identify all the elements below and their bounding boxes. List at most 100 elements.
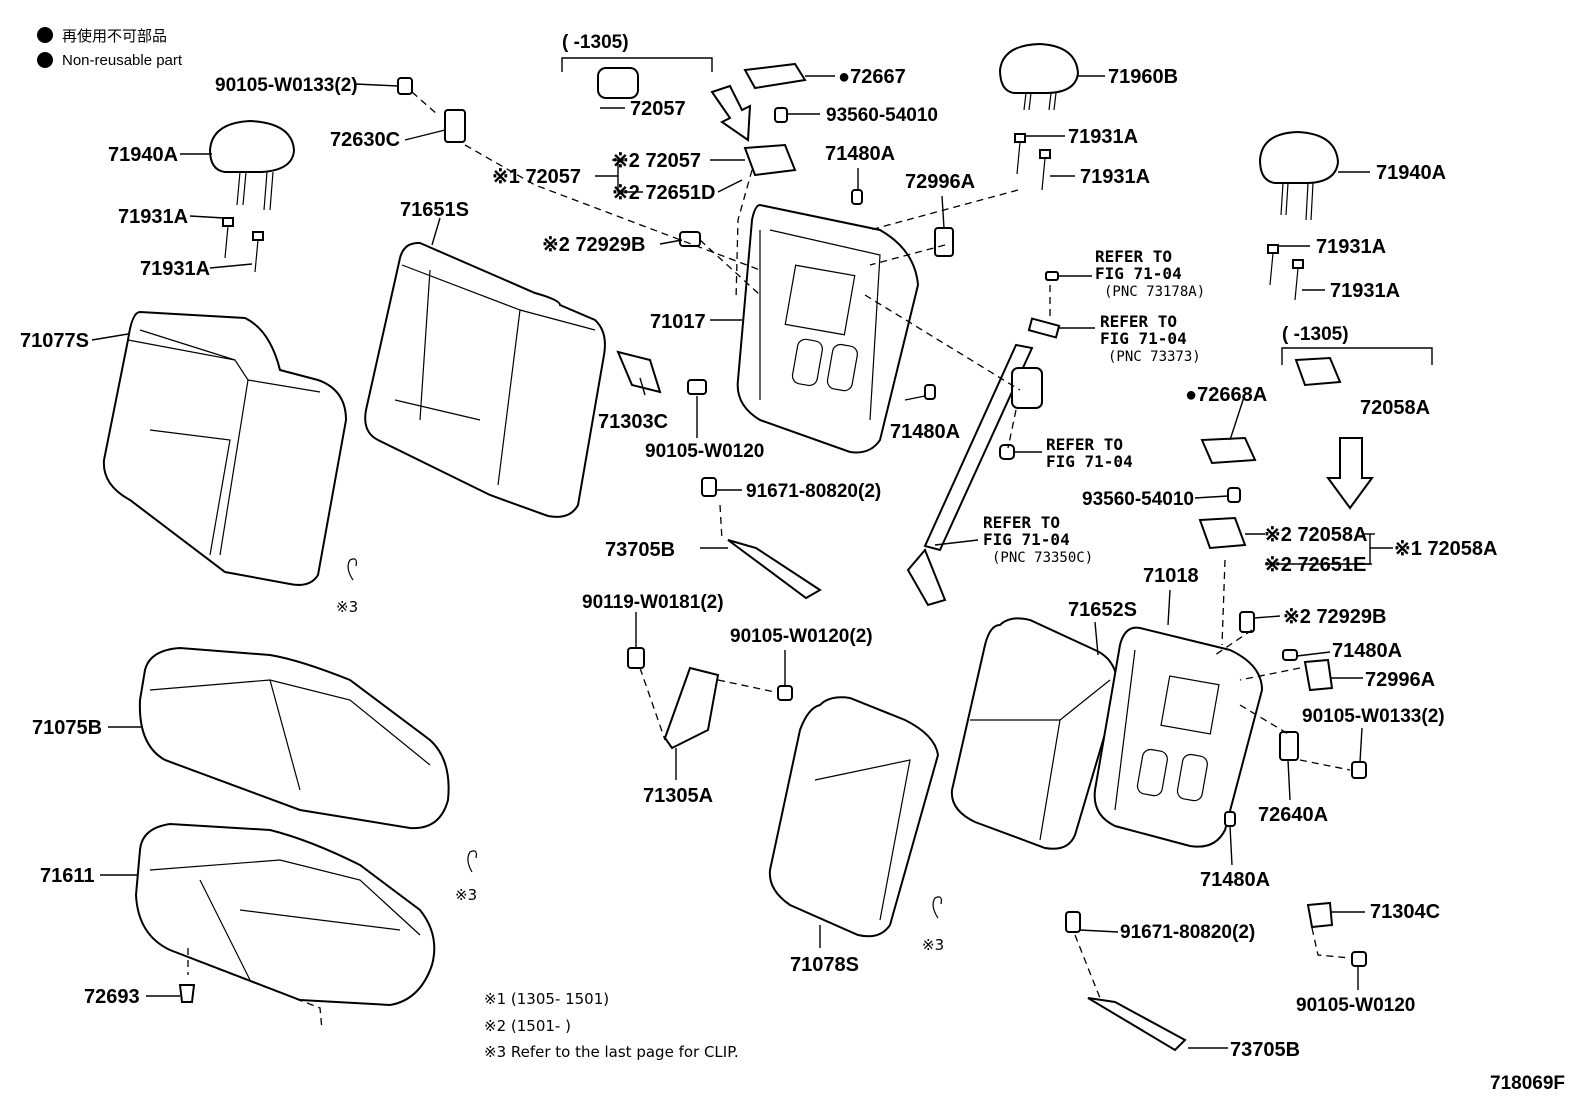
part-label: 71931A — [118, 206, 188, 228]
seatback-cover-71652S-drawing — [950, 617, 1120, 850]
refer-line-3: (PNC 73178A) — [1104, 284, 1205, 300]
headrest-left-drawing — [208, 119, 296, 211]
part-label: 72693 — [84, 986, 140, 1008]
part-label: 90105-W0133(2) — [215, 75, 358, 96]
refer-line-1: REFER TO — [1100, 312, 1177, 331]
part-label: 71931A — [1080, 166, 1150, 188]
refer-line-2: FIG 71-04 — [1046, 452, 1133, 471]
part-label: 93560-54010 — [826, 105, 938, 126]
part-label: 72057 — [630, 98, 686, 120]
install-arrow-drawings — [710, 84, 1374, 510]
seatback-cover-71078S-drawing — [768, 696, 940, 938]
part-label: 93560-54010 — [1082, 489, 1194, 510]
range-label-left: ( -1305) — [562, 32, 629, 53]
refer-line-1: REFER TO — [1046, 435, 1123, 454]
part-label: 71078S — [790, 954, 859, 976]
refer-line-3: (PNC 73350C) — [992, 550, 1093, 566]
leader-lines — [91, 57, 1433, 1049]
part-label: 71304C — [1370, 901, 1440, 923]
seatback-frame-71017-drawing — [736, 203, 920, 454]
part-label: 72640A — [1258, 804, 1328, 826]
part-label: 71480A — [1332, 640, 1402, 662]
part-label: 91671-80820(2) — [1120, 922, 1255, 943]
part-label: 73705B — [605, 539, 675, 561]
legend-jp: 再使用不可部品 — [62, 28, 167, 45]
refer-line-3: (PNC 73373) — [1108, 349, 1201, 365]
seatback-cover-71651S-drawing — [364, 241, 606, 518]
refer-line-2: FIG 71-04 — [983, 530, 1070, 549]
part-label: 71940A — [108, 144, 178, 166]
part-label: 71480A — [1200, 869, 1270, 891]
part-label: 71480A — [825, 143, 895, 165]
legend: 再使用不可部品 Non-reusable part — [37, 27, 183, 69]
footnote-2: ※2 (1501- ) — [484, 1017, 571, 1035]
footnote-3: ※3 Refer to the last page for CLIP. — [484, 1043, 739, 1061]
part-label: ●72668A — [1185, 384, 1267, 406]
part-label: 73705B — [1230, 1039, 1300, 1061]
part-label: 71651S — [400, 199, 469, 221]
headrest-support-drawings — [222, 133, 1304, 301]
part-label: 71077S — [20, 330, 89, 352]
range-label-right: ( -1305) — [1282, 324, 1349, 345]
part-label: 90105-W0120 — [1296, 995, 1415, 1016]
part-label: 71931A — [1068, 126, 1138, 148]
part-label: 91671-80820(2) — [746, 481, 881, 502]
hardware-drawings — [397, 62, 1367, 1052]
non-reusable-dot-icon — [37, 52, 53, 68]
part-label: 71303C — [598, 411, 668, 433]
seat-cushion-pad-71611-drawing — [134, 822, 436, 1007]
part-label: 72058A — [1360, 397, 1430, 419]
part-label: 71652S — [1068, 599, 1137, 621]
part-label: 71075B — [32, 717, 102, 739]
refer-to-labels: REFER TO FIG 71-04 (PNC 73178A) REFER TO… — [983, 247, 1205, 566]
part-label: 71931A — [1316, 236, 1386, 258]
part-label: ※1 72058A — [1394, 538, 1498, 560]
part-label: 72996A — [905, 171, 975, 193]
figure-code: 718069F — [1490, 1073, 1565, 1094]
part-label: 72630C — [330, 129, 400, 151]
part-label: ※2 72929B — [1283, 606, 1387, 628]
part-label: ※2 72651E — [1264, 554, 1366, 576]
part-label: 90105-W0133(2) — [1302, 706, 1445, 727]
headrest-right-drawing — [1258, 130, 1340, 221]
part-label: ※2 72929B — [542, 234, 646, 256]
footnotes: ※1 (1305- 1501) ※2 (1501- ) ※3 Refer to … — [484, 990, 739, 1061]
footnote-1: ※1 (1305- 1501) — [484, 990, 609, 1008]
part-label: 71018 — [1143, 565, 1199, 587]
clip-mark: ※3 — [336, 598, 358, 616]
part-label: ※1 72057 — [492, 166, 581, 188]
part-label: ※2 72651D — [612, 182, 716, 204]
part-label: 90119-W0181(2) — [582, 592, 724, 613]
refer-line-1: REFER TO — [983, 513, 1060, 532]
part-label: 71960B — [1108, 66, 1178, 88]
seatback-cover-71077S-drawing — [102, 310, 348, 586]
refer-line-2: FIG 71-04 — [1095, 264, 1182, 283]
part-label: 90105-W0120(2) — [730, 626, 873, 647]
part-label: 72996A — [1365, 669, 1435, 691]
clip-hook-drawings — [347, 558, 942, 919]
part-label: 71931A — [140, 258, 210, 280]
headrest-center-drawing — [998, 42, 1080, 111]
part-label: 71611 — [40, 865, 95, 887]
clip-mark: ※3 — [455, 886, 477, 904]
clip-mark: ※3 — [922, 936, 944, 954]
seat-cushion-cover-71075B-drawing — [138, 646, 450, 830]
part-label: ※2 72058A — [1264, 524, 1368, 546]
part-label: 71305A — [643, 785, 713, 807]
part-label: 90105-W0120 — [645, 441, 764, 462]
part-label: ●72667 — [838, 66, 906, 88]
seat-belt-drawing — [906, 317, 1061, 607]
refer-line-1: REFER TO — [1095, 247, 1172, 266]
part-label: ※2 72057 — [612, 150, 701, 172]
part-label: 71480A — [890, 421, 960, 443]
part-label: 71931A — [1330, 280, 1400, 302]
part-label: 71017 — [650, 311, 706, 333]
clip-72693-drawing — [178, 984, 196, 1003]
refer-line-2: FIG 71-04 — [1100, 329, 1187, 348]
assembly-dashed-lines — [187, 91, 1351, 1031]
non-reusable-dot-icon — [37, 27, 53, 43]
part-label: 71940A — [1376, 162, 1446, 184]
legend-en: Non-reusable part — [62, 52, 183, 69]
part-labels: 90105-W0133(2) 72630C 71940A 71931A 7193… — [20, 66, 1498, 1061]
